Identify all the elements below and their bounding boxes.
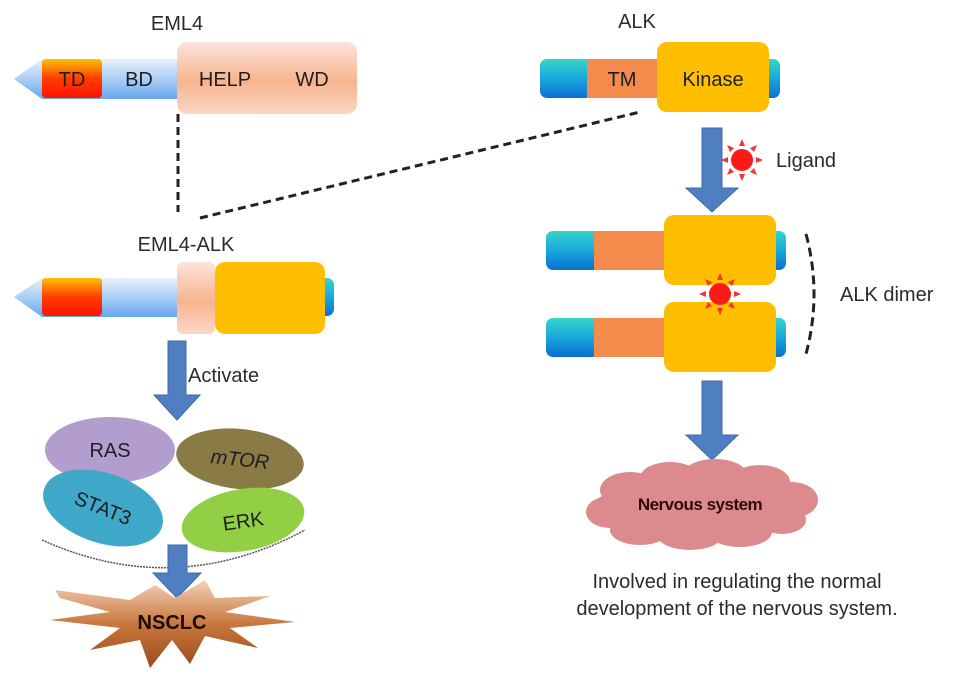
ligand-sun-icon	[721, 139, 763, 181]
nervous-system-label: Nervous system	[638, 495, 763, 514]
alk-title: ALK	[618, 11, 656, 33]
erk-node	[181, 487, 305, 553]
ras-node	[45, 417, 175, 483]
mtor-node	[176, 428, 304, 490]
alk-break-dashed-line	[199, 110, 641, 220]
fusion-td-segment	[42, 278, 102, 316]
alk-protein: TM Kinase	[540, 42, 780, 112]
alk-dimer	[546, 215, 786, 372]
alk-kinase-domain	[657, 42, 769, 112]
fusion-title: EML4-ALK	[138, 234, 235, 256]
description-line-2: development of the nervous system.	[576, 598, 897, 620]
dimer-bracket	[804, 233, 816, 355]
nsclc-starburst	[50, 580, 295, 668]
alk-dimer-monomer-bottom	[546, 302, 786, 372]
eml4-title: EML4	[151, 13, 203, 35]
ras-label: RAS	[89, 440, 130, 462]
eml4-alk-fusion-protein	[14, 262, 334, 334]
eml4-help-label: HELP	[199, 69, 251, 91]
dimer-label: ALK dimer	[840, 284, 934, 306]
alk-dimer-monomer-top	[546, 215, 786, 285]
alk-kinase-label: Kinase	[682, 69, 743, 91]
fusion-kinase-segment	[215, 262, 325, 334]
description-line-1: Involved in regulating the normal	[592, 571, 881, 593]
eml4-td-domain	[42, 59, 102, 98]
eml4-wd-label: WD	[295, 69, 328, 91]
eml4-help-wd-domain	[177, 42, 357, 114]
alk-tm-label: TM	[608, 69, 637, 91]
eml4-td-label: TD	[59, 69, 86, 91]
stat3-node	[43, 469, 163, 547]
dimer-ligand-sun-icon	[699, 273, 741, 315]
arrow-alk-to-dimer	[684, 127, 740, 213]
nsclc-label: NSCLC	[138, 612, 207, 634]
arrow-dimer-to-nervous-system	[684, 380, 740, 461]
arrow-to-nsclc	[151, 544, 203, 599]
activate-label: Activate	[188, 365, 259, 387]
fusion-help-segment	[177, 262, 215, 334]
eml4-protein: TD BD HELP WD	[14, 42, 357, 114]
arrow-activate	[152, 340, 202, 421]
eml4-bd-label: BD	[125, 69, 153, 91]
ligand-label: Ligand	[776, 150, 836, 172]
downstream-pathways: RAS mTOR STAT3 ERK	[43, 417, 305, 553]
nervous-system-cloud	[586, 459, 818, 550]
